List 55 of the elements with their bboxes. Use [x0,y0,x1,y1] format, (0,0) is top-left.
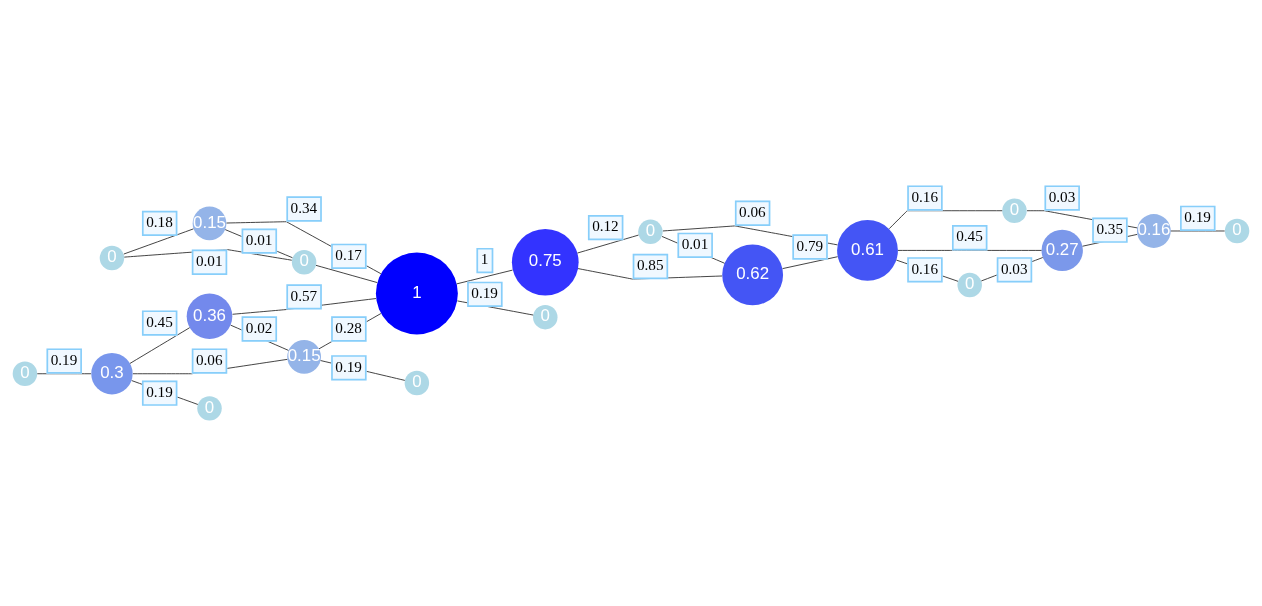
connector [897,250,1042,251]
connector [123,228,194,255]
node-circle: 0 [404,370,430,396]
node-circle: 0 [533,304,558,330]
edge-label: 0.18 [146,213,173,231]
connector [782,256,839,270]
node-circle: 0 [99,245,125,271]
node-circle: 0 [197,396,222,421]
node-circle: 0 [638,219,663,245]
edge-label: 0.57 [290,286,318,304]
edge-label: 0.12 [592,217,619,235]
node-circle: 0.15 [192,206,227,241]
node-circle: 0.36 [186,293,233,340]
node-circle: 0.16 [1136,214,1171,248]
edge-label: 0.35 [1096,219,1123,237]
node-circle: 1 [375,252,458,335]
connector [315,264,378,284]
edge-label: 0.45 [146,312,173,330]
edge-label: 0.19 [50,350,78,368]
edge-label: 0.79 [796,236,824,254]
node-circle: 0.15 [287,339,321,374]
edge-label: 0.01 [195,251,223,269]
connector [456,269,513,285]
edge-label: 1 [480,250,489,268]
edge-label: 0.06 [739,202,766,220]
edge-label: 0.03 [1048,187,1076,205]
edge-label: 0.01 [681,235,709,253]
connector [129,327,191,364]
edge-label: 0.02 [245,318,273,336]
node-circle: 0 [291,250,317,275]
edge-label: 0.19 [335,357,362,375]
node-circle: 0 [957,272,982,298]
node-circle: 0.3 [91,353,133,395]
node-circle: 0 [1002,198,1027,223]
edge-label: 0.85 [636,256,664,274]
node-circle: 0 [1224,218,1250,244]
edge-label: 0.19 [146,382,173,400]
edge-label: 0.45 [956,227,983,245]
connector [577,234,639,254]
connector [318,313,382,350]
edge-label: 0.34 [290,198,318,216]
edge-label: 0.16 [911,259,939,277]
edge-label: 0.19 [471,284,498,302]
edge-label: 0.16 [911,187,939,205]
node-circle: 0.61 [837,220,898,281]
edge-label: 0.17 [335,246,362,264]
node-circle: 0 [12,361,38,386]
edge-label: 0.01 [245,230,273,248]
edge-label: 0.06 [195,350,223,368]
node-circle: 0.62 [722,244,784,306]
edge-label: 0.28 [335,318,362,336]
node-circle: 0.27 [1041,229,1083,272]
node-circle: 0.75 [511,228,579,296]
edge-label: 0.19 [1184,208,1211,226]
edge-label: 0.03 [1000,259,1028,277]
